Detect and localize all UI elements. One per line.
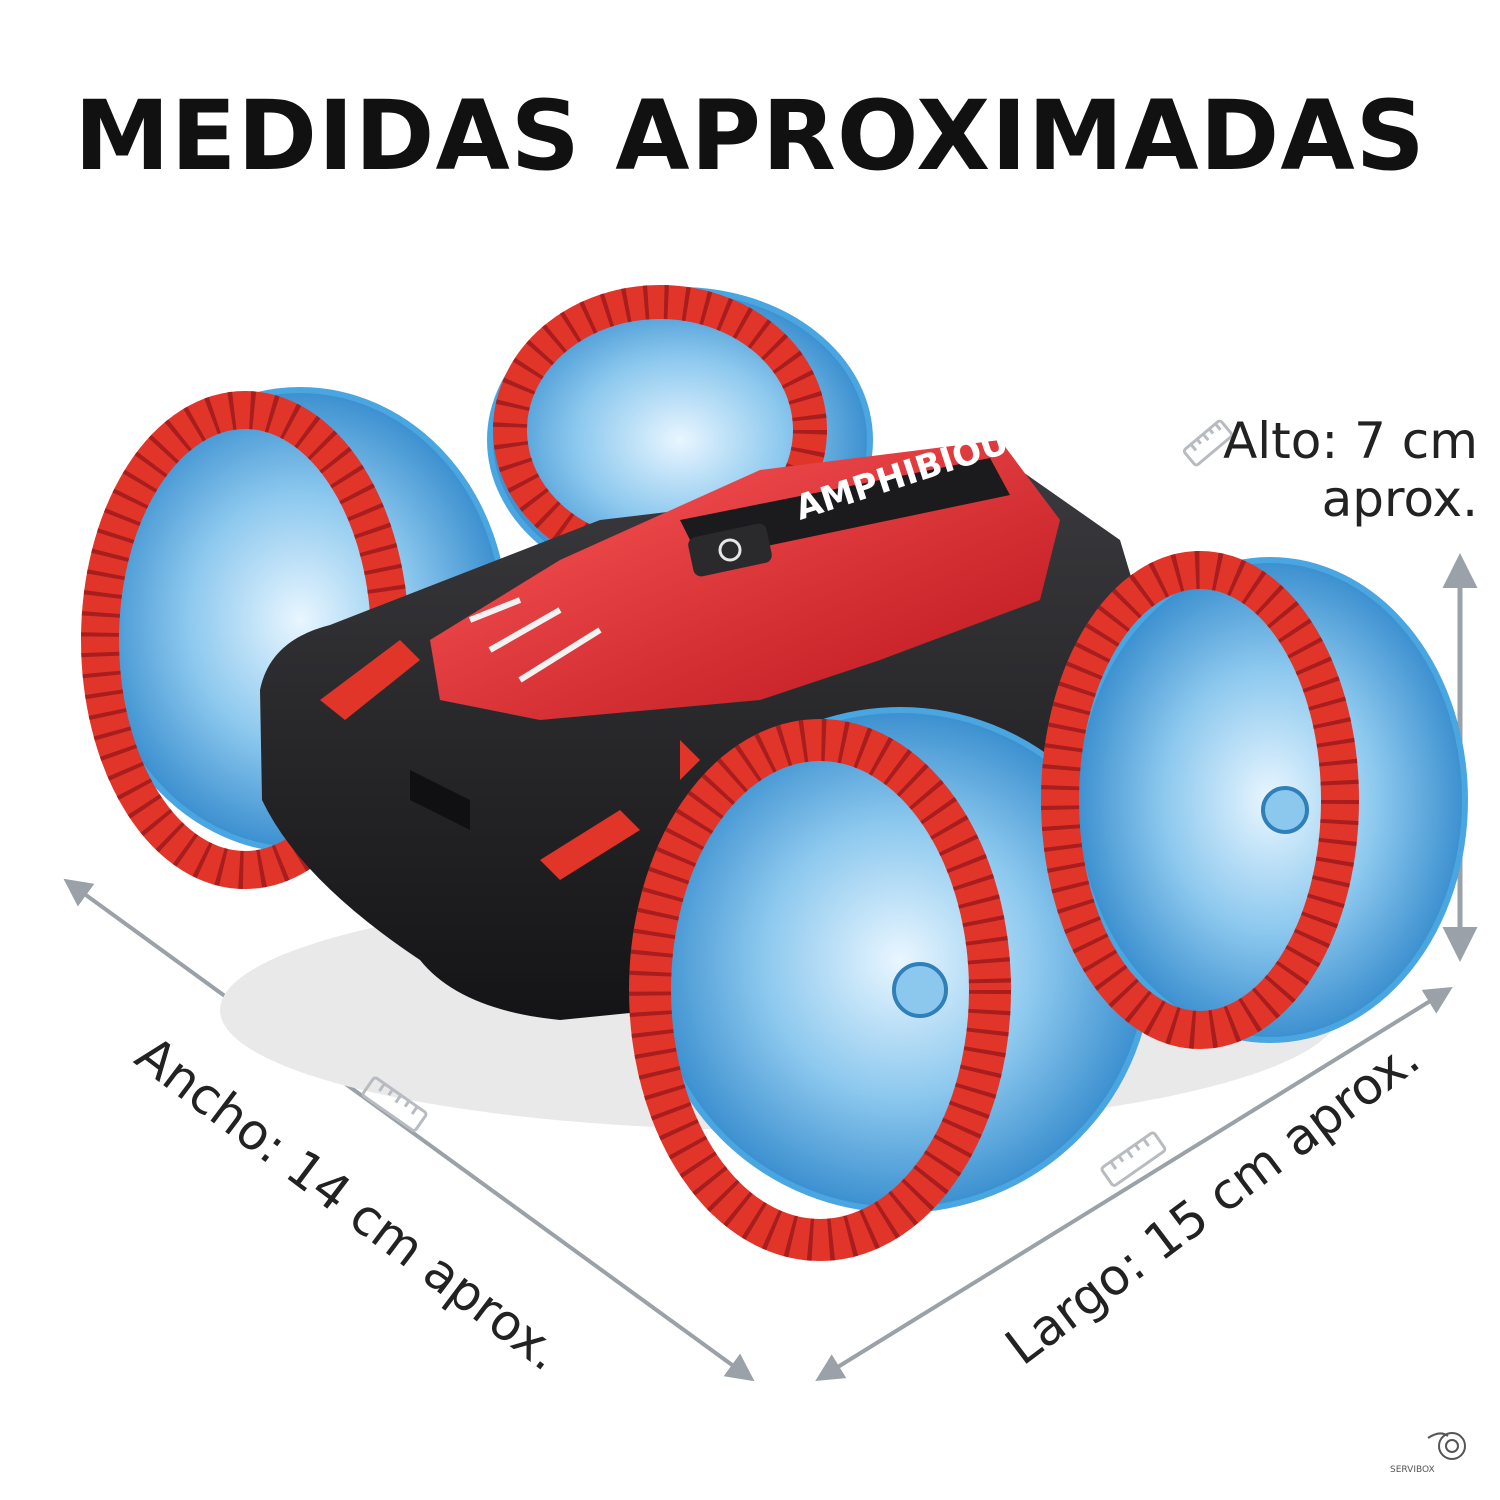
ruler-icon [1182, 419, 1234, 467]
wheel-front-left [629, 707, 1153, 1261]
length-arrow [815, 987, 1453, 1381]
page-title: MEDIDAS APROXIMADAS [74, 80, 1426, 192]
width-arrow [63, 878, 755, 1382]
ruler-icon [1100, 1131, 1167, 1187]
height-value: Alto: 7 cm [1223, 412, 1478, 470]
ruler-icon [361, 1076, 428, 1132]
wheel-front-right [1041, 551, 1468, 1049]
height-label: Alto: 7 cm aprox. [1223, 412, 1478, 528]
brand-text: SERVIBOX [1390, 1465, 1435, 1475]
height-approx: aprox. [1321, 470, 1478, 528]
brand-logo: SERVIBOX [1390, 1432, 1466, 1475]
